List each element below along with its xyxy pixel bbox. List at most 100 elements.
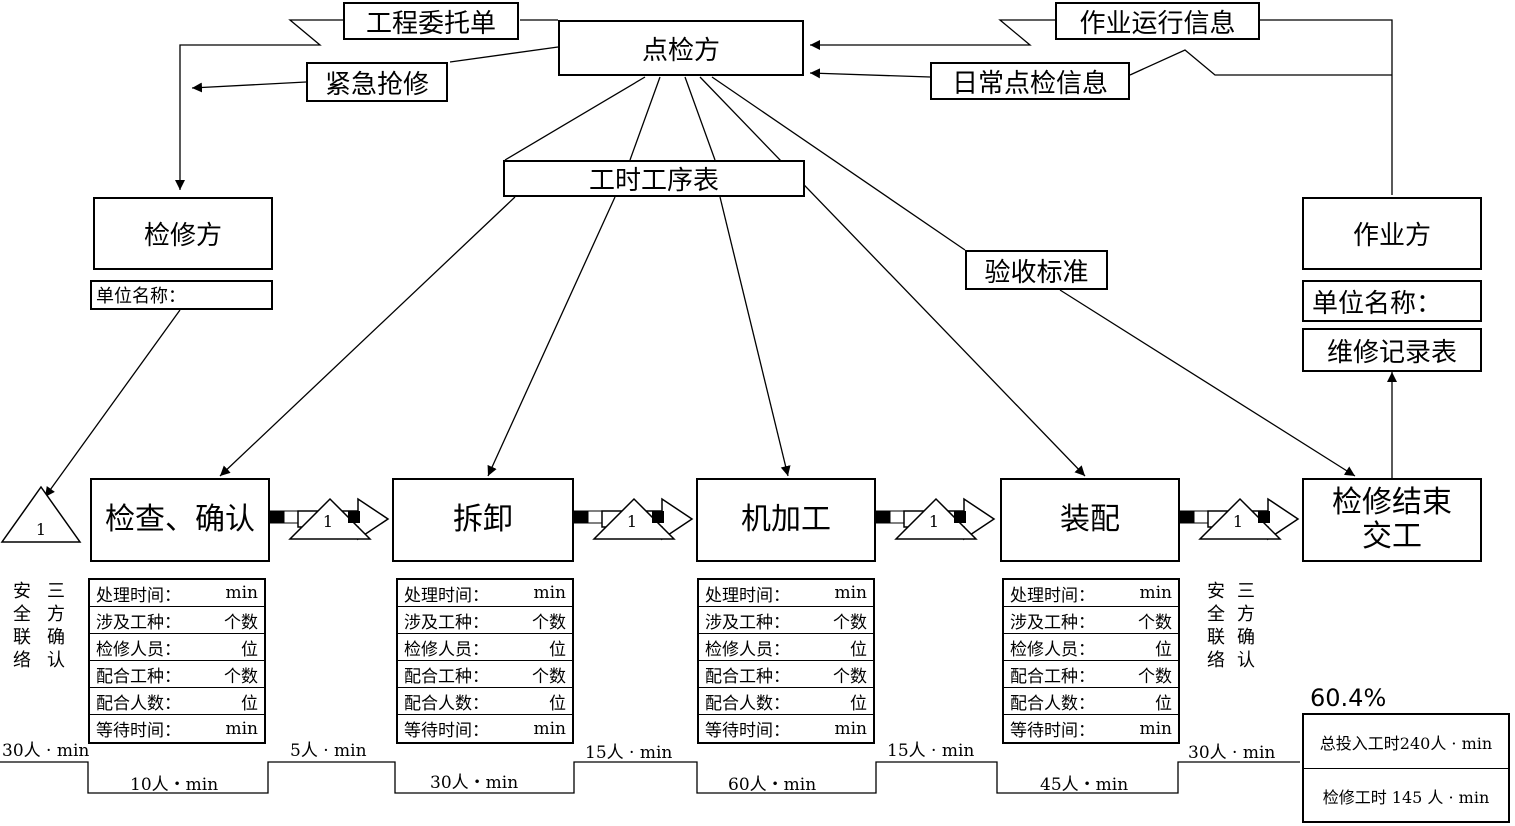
step-disassemble: 拆卸 — [392, 478, 574, 562]
safety-left-char: 联 — [13, 627, 31, 648]
info-row: 处理时间： min — [1004, 580, 1178, 607]
push-connector: 1 — [269, 497, 390, 541]
info-row-label: 配合人数： — [1010, 693, 1095, 714]
info-row: 等待时间：min — [1004, 715, 1178, 742]
info-row-unit: 个数 — [833, 666, 867, 687]
info-row-unit: min — [834, 583, 867, 603]
emergency-label: 紧急抢修 — [306, 62, 448, 102]
info-row-unit: 个数 — [224, 612, 258, 633]
safety-right-char: 络 — [1207, 650, 1225, 671]
operator-party-box: 作业方 — [1302, 197, 1482, 270]
info-row: 等待时间： min — [699, 715, 873, 742]
info-row-unit: 位 — [241, 693, 258, 714]
info-row: 检修人员：位 — [398, 634, 572, 661]
info-row-unit: min — [834, 718, 867, 739]
info-row: 等待时间：min — [90, 715, 264, 742]
info-row-unit: min — [533, 718, 566, 739]
info-row: 检修人员：位 — [699, 634, 873, 661]
confirm-left-char: 三 — [47, 581, 65, 602]
info-row-label: 涉及工种： — [705, 612, 790, 633]
step-assembly: 装配 — [1000, 478, 1180, 562]
confirm-right-char: 确 — [1237, 627, 1255, 648]
info-row: 配合人数： 位 — [1004, 688, 1178, 715]
info-row: 配合人数：位 — [699, 688, 873, 715]
step-time-2: 60人・min — [728, 775, 817, 795]
info-row: 处理时间：min — [398, 580, 572, 607]
step-time-3: 45人・min — [1040, 775, 1129, 795]
info-row-unit: 个数 — [224, 666, 258, 687]
total-hours: 总投入工时240人 · min — [1304, 715, 1508, 769]
confirm-left-char: 方 — [47, 604, 65, 625]
info-row-label: 涉及工种： — [1010, 612, 1095, 633]
push-connector-label: 1 — [627, 512, 637, 531]
safety-right-char: 全 — [1207, 604, 1225, 625]
info-row: 处理时间： min — [90, 580, 264, 607]
confirm-right-char: 三 — [1237, 581, 1255, 602]
confirm-left-char: 认 — [47, 650, 65, 671]
info-row: 配合工种： 个数 — [1004, 661, 1178, 688]
repair-hours: 检修工时 145 人 · min — [1322, 787, 1490, 807]
info-row: 检修人员：位 — [1004, 634, 1178, 661]
info-row-label: 配合工种： — [404, 666, 489, 687]
maintenance-record-box: 维修记录表 — [1302, 328, 1482, 372]
confirm-right-char: 认 — [1237, 650, 1255, 671]
info-row-unit: 个数 — [1138, 666, 1172, 687]
wait-time-2: 15人 · min — [585, 743, 673, 763]
efficiency-percent: 60.4% — [1310, 684, 1387, 712]
info-row-label: 等待时间： — [96, 721, 181, 741]
info-row-label: 配合工种： — [96, 666, 181, 687]
wait-time-1: 5人 · min — [290, 741, 367, 761]
info-row-label: 配合工种： — [1010, 666, 1095, 687]
info-row-label: 涉及工种： — [404, 612, 489, 633]
safety-left-char: 安 — [13, 581, 31, 602]
info-row-unit: min — [225, 583, 258, 603]
operation-info-label: 作业运行信息 — [1055, 2, 1260, 40]
info-row-unit: 位 — [1155, 639, 1172, 660]
confirm-right-char: 方 — [1237, 604, 1255, 625]
push-connector: 1 — [875, 497, 996, 541]
info-row-unit: min — [1139, 583, 1172, 603]
acceptance-label: 验收标准 — [965, 250, 1108, 290]
repair-party-box: 检修方 — [93, 197, 273, 270]
wait-time-4: 30人 · min — [1188, 743, 1276, 763]
info-row-label: 检修人员： — [705, 639, 790, 660]
info-row-unit: 位 — [241, 639, 258, 660]
repair-unit-field: 单位名称： — [90, 280, 273, 310]
info-row-label: 检修人员： — [96, 639, 181, 660]
work-order-label: 工程委托单 — [343, 2, 519, 40]
info-row: 检修人员： 位 — [90, 634, 264, 661]
safety-left-char: 络 — [13, 650, 31, 671]
step-inspect-confirm: 检查、确认 — [90, 478, 270, 562]
wait-time-0: 30人 · min — [2, 741, 90, 761]
info-row-unit: 个数 — [532, 666, 566, 687]
push-connector: 1 — [1179, 497, 1300, 541]
info-row: 涉及工种：个数 — [699, 607, 873, 634]
info-row-unit: 位 — [549, 693, 566, 714]
info-row: 等待时间：min — [398, 715, 572, 742]
step-machining: 机加工 — [696, 478, 876, 562]
info-row-label: 配合工种： — [705, 666, 790, 687]
operator-unit-field: 单位名称： — [1302, 280, 1482, 322]
info-row: 配合工种： 个数 — [699, 661, 873, 688]
info-row-label: 处理时间： — [1010, 585, 1095, 606]
daily-info-label: 日常点检信息 — [930, 62, 1130, 100]
info-row-unit: 位 — [1155, 693, 1172, 714]
safety-left-char: 全 — [13, 604, 31, 625]
info-row: 涉及工种：个数 — [1004, 607, 1178, 634]
info-row: 配合人数： 位 — [398, 688, 572, 715]
info-row-label: 等待时间： — [705, 721, 790, 741]
info-row-label: 检修人员： — [404, 639, 489, 660]
info-row: 配合人数： 位 — [90, 688, 264, 715]
info-row-label: 配合人数： — [96, 693, 181, 714]
step-finish: 检修结束 交工 — [1302, 478, 1482, 562]
info-row-label: 处理时间： — [404, 585, 489, 606]
wait-time-3: 15人 · min — [887, 741, 975, 761]
info-row-label: 配合人数： — [404, 693, 489, 714]
info-row-unit: 个数 — [532, 612, 566, 633]
info-row-label: 处理时间： — [96, 585, 181, 606]
